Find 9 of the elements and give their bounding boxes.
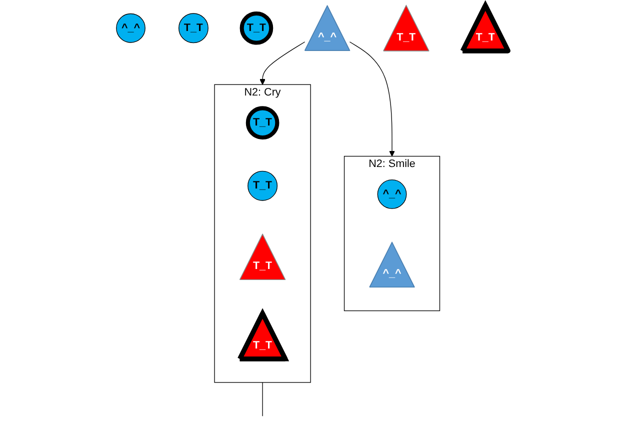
node-circle: ^_^ (378, 180, 407, 209)
node-circle: T_T (248, 170, 278, 201)
node-circle: T_T (246, 106, 280, 140)
node-circle: T_T (240, 11, 274, 45)
node-circle: T_T (178, 13, 209, 44)
node-circle: ^_^ (116, 13, 146, 43)
connector (262, 382, 264, 416)
arrow (260, 42, 306, 85)
arrow (350, 42, 396, 157)
